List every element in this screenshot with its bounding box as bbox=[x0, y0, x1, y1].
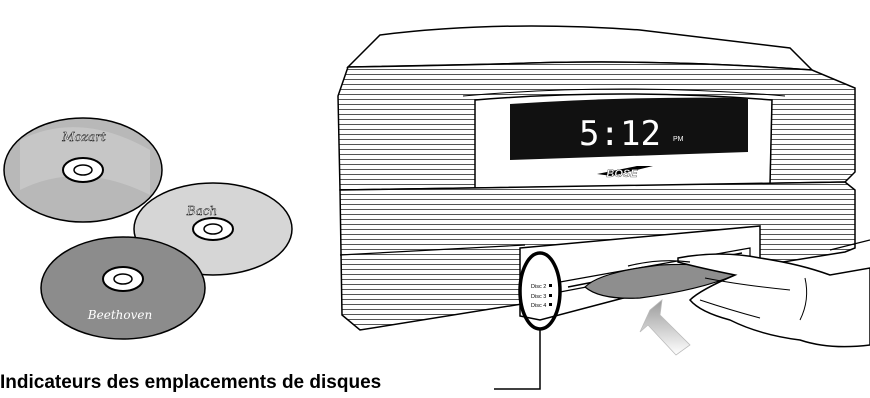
display-time: 5:12 bbox=[579, 114, 661, 154]
disc-mozart: Mozart bbox=[4, 118, 162, 222]
display-ampm: PM bbox=[673, 136, 684, 143]
slot-label-disc-2: Disc 2 bbox=[531, 284, 546, 290]
brand-logo: BOSE bbox=[606, 168, 638, 180]
insert-arrow bbox=[640, 300, 690, 355]
callout-caption: Indicateurs des emplacements de disques bbox=[0, 372, 381, 394]
slot-label-disc-4: Disc 4 bbox=[531, 303, 546, 309]
music-system-unit: 5:12 PM BOSE bbox=[338, 26, 855, 202]
disc-mozart-label: Mozart bbox=[61, 130, 106, 144]
disc-bach-label: Bach bbox=[186, 204, 217, 218]
callout-leader-line bbox=[494, 329, 540, 389]
display-panel: 5:12 PM bbox=[510, 98, 748, 160]
disc-beethoven: Beethoven bbox=[41, 237, 205, 339]
slot-label-disc-3: Disc 3 bbox=[531, 294, 546, 300]
disc-beethoven-label: Beethoven bbox=[87, 308, 152, 322]
